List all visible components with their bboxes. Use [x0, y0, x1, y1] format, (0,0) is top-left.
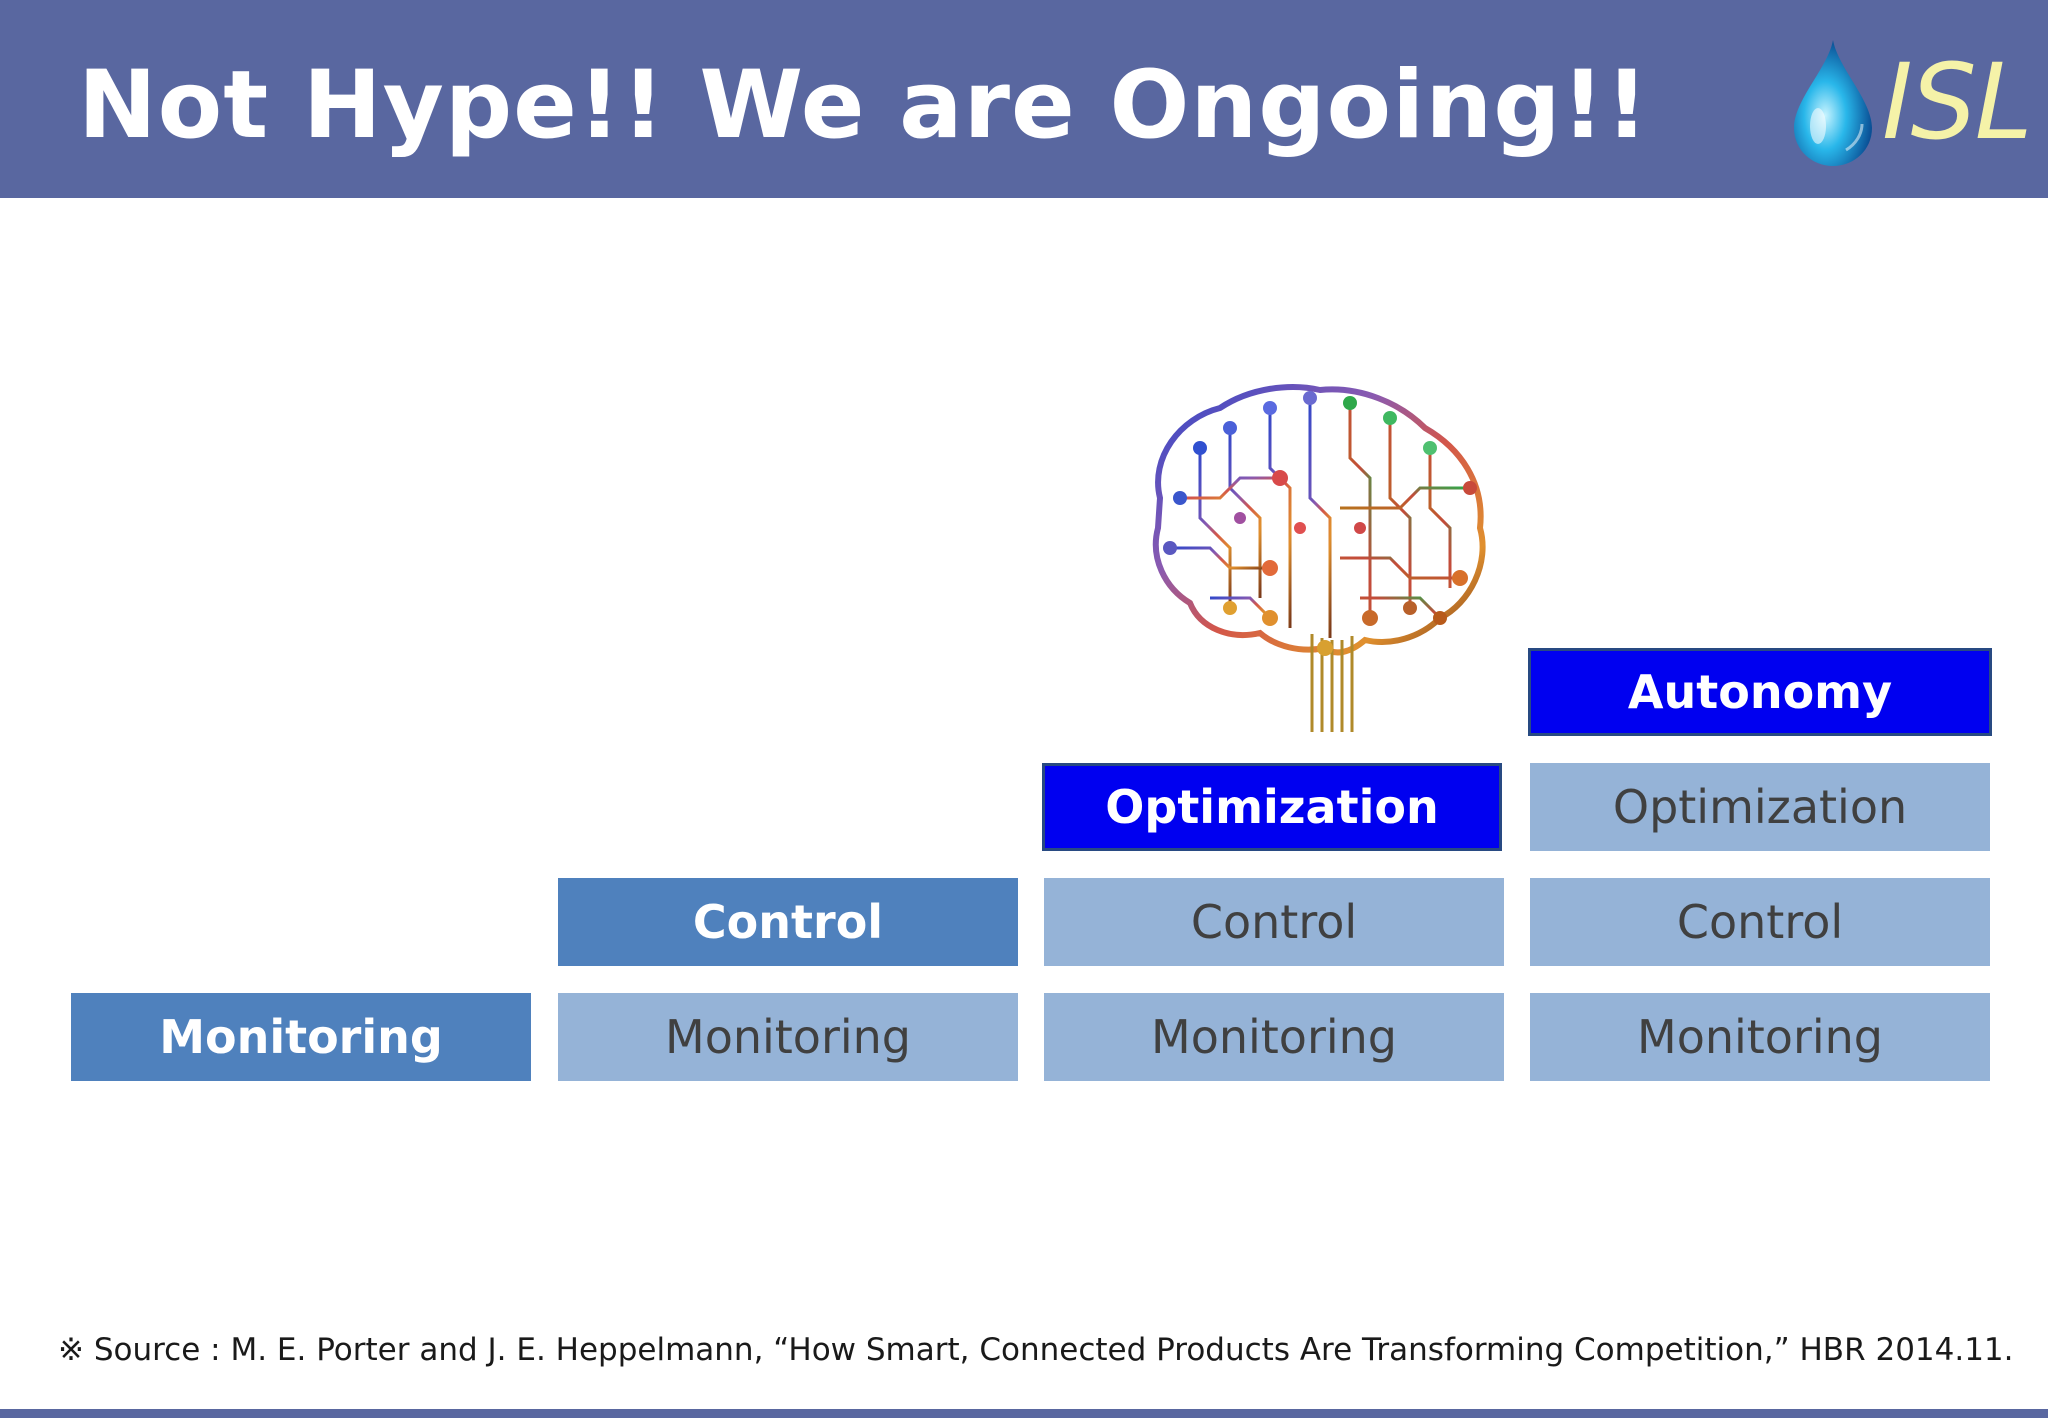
column-2-control-box: Control [558, 878, 1018, 966]
column-4-control-box: Control [1530, 878, 1990, 966]
bottom-bar [0, 1409, 2048, 1418]
column-3-control-box: Control [1044, 878, 1504, 966]
column-4-monitoring-box: Monitoring [1530, 993, 1990, 1081]
logo-text: ISL [1882, 41, 2033, 163]
water-drop-icon [1794, 40, 1872, 166]
isl-logo: ISL [1790, 38, 2033, 168]
slide-title: Not Hype!! We are Ongoing!! [78, 51, 1650, 160]
column-1-monitoring-box: Monitoring [71, 993, 531, 1081]
column-2-monitoring-box: Monitoring [558, 993, 1018, 1081]
source-citation: ※ Source : M. E. Porter and J. E. Heppel… [58, 1332, 2014, 1368]
column-3-monitoring-box: Monitoring [1044, 993, 1504, 1081]
header-bar: Not Hype!! We are Ongoing!! ISL [0, 0, 2048, 198]
column-4-autonomy-box: Autonomy [1528, 648, 1992, 736]
column-3-optimization-box: Optimization [1042, 763, 1502, 851]
circuit-brain-icon [1152, 384, 1486, 732]
column-4-optimization-box: Optimization [1530, 763, 1990, 851]
